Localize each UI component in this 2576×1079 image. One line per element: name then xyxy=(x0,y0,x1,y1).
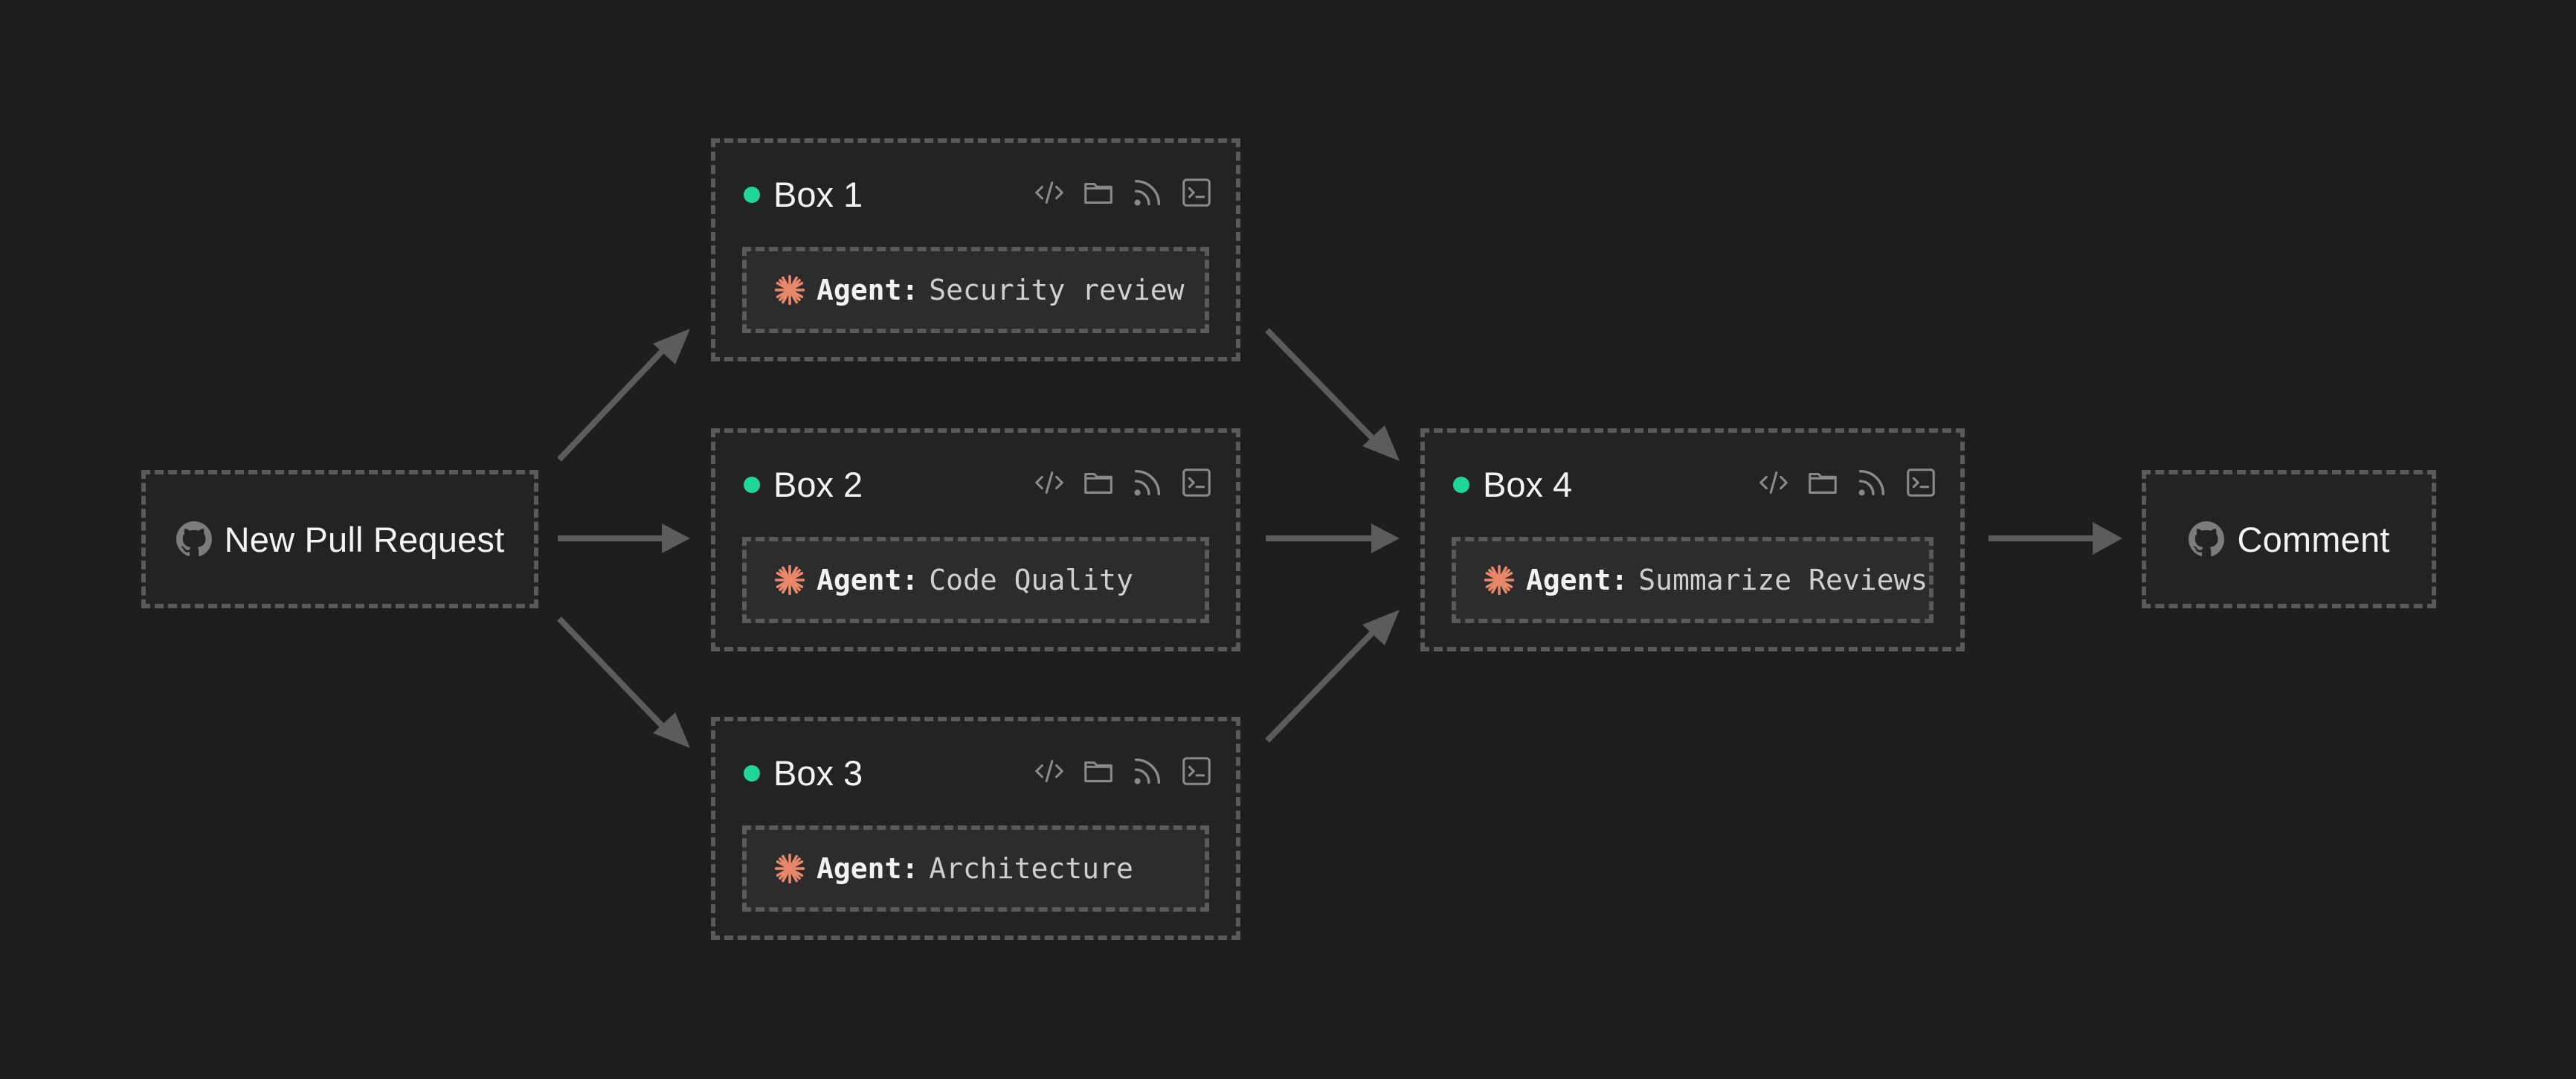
terminal-icon[interactable] xyxy=(1179,754,1214,788)
rss-icon[interactable] xyxy=(1130,466,1165,500)
box-3[interactable]: Box 3 Agent: Architecture xyxy=(711,717,1240,940)
box-header: Box 4 xyxy=(1453,464,1572,505)
status-indicator xyxy=(744,186,760,203)
code-icon[interactable] xyxy=(1032,754,1066,788)
arrow-box2-to-box4 xyxy=(1266,524,1400,553)
agent-panel[interactable]: Agent: Summarize Reviews xyxy=(1452,537,1933,623)
box-title: Box 2 xyxy=(773,465,863,504)
box-toolbar xyxy=(1756,466,1938,500)
github-icon xyxy=(2189,521,2225,557)
box-2[interactable]: Box 2 Agent: Code Quality xyxy=(711,428,1240,651)
box-header: Box 1 xyxy=(744,174,863,215)
code-icon[interactable] xyxy=(1756,466,1791,500)
agent-panel[interactable]: Agent: Code Quality xyxy=(742,537,1209,623)
agent-panel[interactable]: Agent: Architecture xyxy=(742,825,1209,912)
arrow-box3-to-box4 xyxy=(1265,610,1400,743)
github-icon xyxy=(176,521,212,557)
arrow-trigger-to-box1 xyxy=(557,329,690,462)
arrow-box1-to-box4 xyxy=(1265,328,1400,461)
box-toolbar xyxy=(1032,754,1214,788)
box-toolbar xyxy=(1032,175,1214,210)
agent-spark-icon xyxy=(1484,564,1515,596)
rss-icon[interactable] xyxy=(1855,466,1889,500)
arrow-trigger-to-box3 xyxy=(557,616,690,748)
arrow-trigger-to-box2 xyxy=(558,524,690,553)
box-title: Box 1 xyxy=(773,175,863,214)
agent-panel[interactable]: Agent: Security review xyxy=(742,247,1209,333)
agent-value: Code Quality xyxy=(929,564,1133,596)
folder-icon[interactable] xyxy=(1081,175,1115,210)
terminal-icon[interactable] xyxy=(1179,175,1214,210)
box-1[interactable]: Box 1 Agent: Security review xyxy=(711,138,1240,361)
folder-icon[interactable] xyxy=(1081,466,1115,500)
output-label: Comment xyxy=(2237,519,2390,559)
rss-icon[interactable] xyxy=(1130,754,1165,788)
agent-key: Agent: xyxy=(817,274,919,306)
agent-key: Agent: xyxy=(817,564,919,596)
agent-key: Agent: xyxy=(1526,564,1629,596)
terminal-icon[interactable] xyxy=(1179,466,1214,500)
folder-icon[interactable] xyxy=(1081,754,1115,788)
output-node[interactable]: Comment xyxy=(2142,470,2436,608)
agent-spark-icon xyxy=(774,564,805,596)
trigger-node[interactable]: New Pull Request xyxy=(141,470,538,608)
terminal-icon[interactable] xyxy=(1904,466,1938,500)
status-indicator xyxy=(744,764,760,782)
agent-value: Security review xyxy=(929,274,1185,306)
status-indicator xyxy=(1453,476,1469,493)
box-header: Box 2 xyxy=(744,464,863,505)
box-title: Box 3 xyxy=(773,753,863,793)
box-header: Box 3 xyxy=(744,753,863,793)
box-title: Box 4 xyxy=(1483,465,1573,504)
status-indicator xyxy=(744,476,760,493)
agent-value: Architecture xyxy=(929,852,1133,885)
agent-key: Agent: xyxy=(817,852,919,885)
agent-spark-icon xyxy=(774,853,805,884)
trigger-label: New Pull Request xyxy=(224,519,505,559)
box-4[interactable]: Box 4 Agent: Summarize Reviews xyxy=(1420,428,1965,651)
agent-spark-icon xyxy=(774,274,805,306)
code-icon[interactable] xyxy=(1032,175,1066,210)
arrow-box4-to-comment xyxy=(1989,522,2122,555)
code-icon[interactable] xyxy=(1032,466,1066,500)
box-toolbar xyxy=(1032,466,1214,500)
rss-icon[interactable] xyxy=(1130,175,1165,210)
agent-value: Summarize Reviews xyxy=(1638,564,1928,596)
folder-icon[interactable] xyxy=(1806,466,1840,500)
